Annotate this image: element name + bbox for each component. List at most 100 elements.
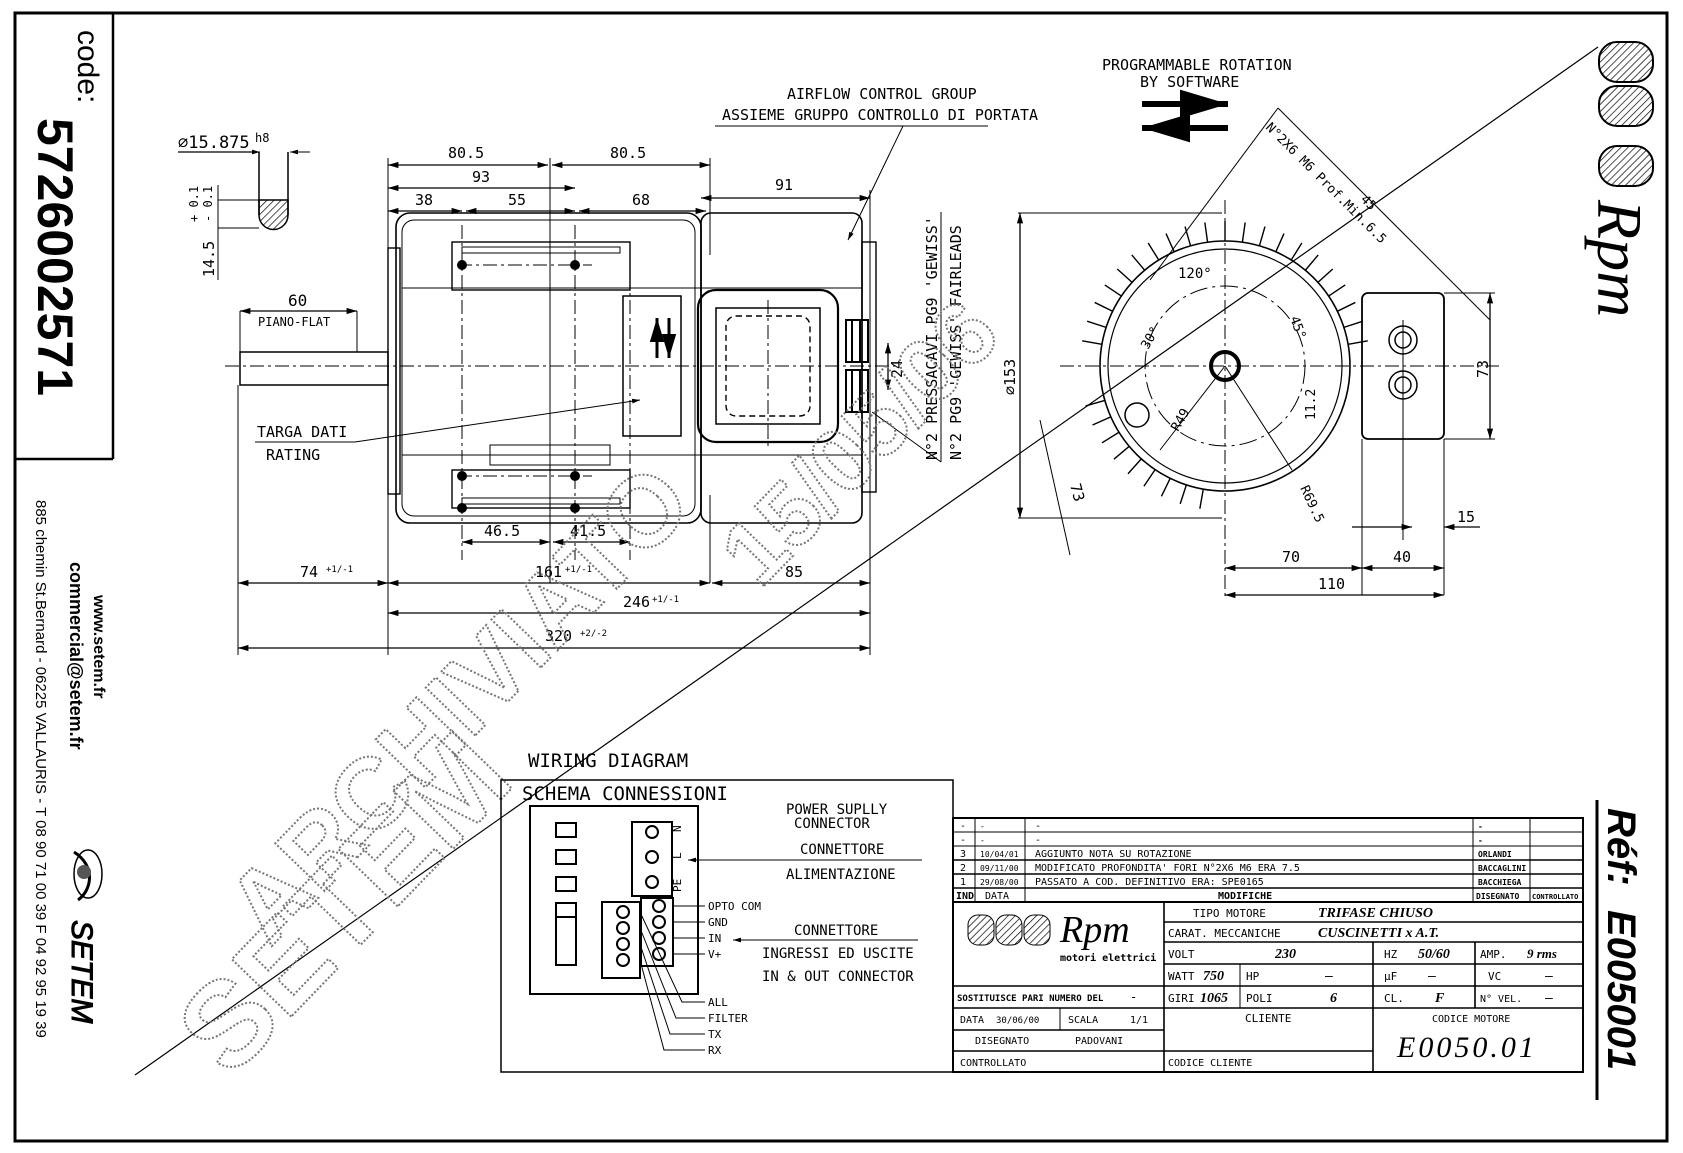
dim-70: 70: [1282, 548, 1300, 566]
uf-value: –: [1428, 969, 1436, 984]
vc-value: –: [1545, 969, 1553, 984]
fin: [1199, 488, 1204, 509]
pin-l: L: [671, 852, 684, 859]
revision-ind: 1: [960, 877, 966, 888]
fin: [1179, 484, 1188, 505]
dim-161-tol: +1/-1: [565, 565, 592, 575]
dim-11-2: 11.2: [1304, 389, 1319, 420]
address: 885 chemin St.Bernard - 06225 VALLAURIS …: [32, 500, 49, 1038]
fin: [1101, 431, 1120, 444]
fin: [1343, 320, 1364, 329]
poli-value: 6: [1330, 991, 1337, 1006]
fin: [1104, 284, 1122, 297]
setem-brand-text: SETEM: [65, 920, 98, 1023]
volt-label: VOLT: [1168, 948, 1195, 961]
revision-date: -: [980, 822, 985, 831]
revision-desc: -: [1035, 821, 1041, 832]
fin: [1337, 301, 1356, 312]
fin: [1241, 222, 1246, 243]
fin: [1204, 222, 1209, 243]
io-label-en: IN & OUT CONNECTOR: [762, 969, 914, 985]
airflow-label-en: AIRFLOW CONTROL GROUP: [787, 85, 977, 103]
drawing-frame: [13, 11, 1669, 1143]
angle-30: 30°: [1138, 324, 1163, 352]
revision-desc: PASSATO A COD. DEFINITIVO ERA: SPE0165: [1035, 877, 1264, 888]
revision-drawn: -: [1478, 836, 1483, 845]
code-value: 5726002571: [27, 118, 83, 396]
revision-ind: -: [960, 821, 966, 832]
dim-73-left: 73: [1066, 481, 1088, 503]
revision-desc: MODIFICATO PROFONDITA' FORI N°2X6 M6 ERA…: [1035, 863, 1300, 874]
io-screws: [616, 899, 666, 967]
dim-93: 93: [472, 168, 490, 186]
uf-label: µF: [1384, 970, 1397, 983]
email: commercial@setem.fr: [66, 562, 86, 750]
vc-label: VC: [1488, 970, 1501, 983]
flat-depth: 14.5: [200, 241, 218, 277]
revision-date: -: [980, 836, 985, 845]
revision-ind: -: [960, 835, 966, 846]
power-label-it-1: CONNETTORE: [800, 842, 884, 858]
fin: [1094, 301, 1113, 312]
cl-value: F: [1434, 991, 1445, 1006]
cooling-fins: [1082, 221, 1368, 509]
fin: [1258, 226, 1266, 247]
hp-label: HP: [1246, 970, 1260, 983]
rpm-logo-small: [967, 914, 1051, 946]
rev-header-checked: CONTROLLATO: [1532, 893, 1578, 901]
dim-68: 68: [632, 191, 650, 209]
pin-n: N: [671, 825, 684, 832]
carat-value: CUSCINETTI x A.T.: [1318, 926, 1439, 941]
rpm-coil-icon: [1598, 41, 1654, 187]
pin-pe: PE: [671, 879, 684, 892]
rating-label-en: RATING: [266, 446, 320, 464]
fin: [1275, 233, 1285, 253]
angle-45: 45°: [1286, 314, 1308, 341]
amp-label: AMP.: [1480, 948, 1507, 961]
shaft-diameter: ⌀15.875: [178, 133, 250, 153]
board-leds: [555, 822, 577, 966]
cable-glands: [845, 319, 869, 413]
fin: [1328, 284, 1346, 297]
front-view: PROGRAMMABLE ROTATION BY SOFTWARE N°2X6 …: [1001, 56, 1500, 600]
rotation-label-2: BY SOFTWARE: [1140, 73, 1239, 91]
title-logo-sub: motori elettrici: [1060, 952, 1156, 964]
tipo-motore-value: TRIFASE CHIUSO: [1318, 906, 1433, 921]
terminal-box: [696, 288, 840, 444]
revision-drawn: -: [1478, 822, 1483, 831]
dim-246: 246: [623, 593, 650, 611]
fin: [1290, 242, 1303, 261]
codice-motore-label: CODICE MOTORE: [1432, 1014, 1510, 1025]
dim-24: 24: [888, 360, 906, 378]
angle-120: 120°: [1178, 266, 1212, 282]
fin: [1116, 268, 1133, 283]
volt-value: 230: [1274, 947, 1296, 962]
power-terminal-block: [631, 821, 673, 897]
revision-date: 10/04/01: [980, 850, 1019, 859]
fin: [1131, 254, 1146, 271]
watt-label: WATT: [1168, 970, 1195, 983]
side-view: ⌀15.875 h8 14.5 + 0.1 - 0.1 60 PIANO-FLA…: [178, 85, 1038, 655]
rpm-logo-text: Rpm: [1584, 199, 1655, 317]
rev-header-date: DATA: [985, 891, 1009, 902]
fin: [1165, 233, 1175, 253]
dim-46-5: 46.5: [484, 522, 520, 540]
revision-drawn: ORLANDI: [1478, 850, 1512, 859]
dim-40: 40: [1393, 548, 1411, 566]
dim-91: 91: [775, 176, 793, 194]
nvel-value: –: [1545, 991, 1553, 1006]
dim-15: 15: [1457, 508, 1475, 526]
shaft: [239, 351, 389, 386]
revision-desc: AGGIUNTO NOTA SU ROTAZIONE: [1035, 849, 1192, 860]
fin: [1113, 445, 1130, 460]
wiring-title-en: WIRING DIAGRAM: [528, 750, 688, 772]
dim-73-right: 73: [1474, 360, 1492, 378]
motor-end-outer: [1099, 240, 1351, 492]
code-label: code:: [71, 30, 104, 103]
dim-41-5: 41.5: [570, 522, 606, 540]
scala-value: 1/1: [1130, 1015, 1148, 1026]
fin: [1184, 226, 1192, 247]
cliente-label: CLIENTE: [1245, 1012, 1291, 1025]
